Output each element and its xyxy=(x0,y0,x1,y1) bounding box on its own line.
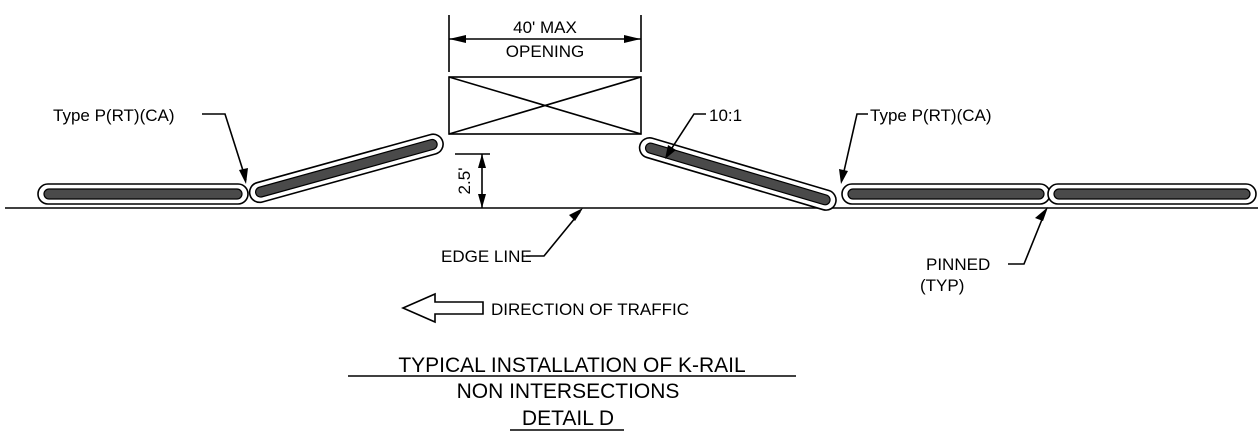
opening-label-top: 40' MAX xyxy=(513,18,577,37)
pinned-label: PINNED xyxy=(926,255,990,274)
direction-arrow-icon xyxy=(401,292,484,324)
direction-label: DIRECTION OF TRAFFIC xyxy=(491,300,689,319)
type-label-left: Type P(RT)(CA) xyxy=(53,106,175,125)
type-label-right: Type P(RT)(CA) xyxy=(870,106,992,125)
rail-right-sloped xyxy=(638,137,837,211)
type-leader-left xyxy=(202,113,248,184)
pinned-leader xyxy=(1008,207,1048,265)
slope-leader xyxy=(665,113,706,159)
slope-label: 10:1 xyxy=(709,106,742,125)
opening-box xyxy=(448,76,642,135)
rail-left-straight xyxy=(37,183,249,205)
rail-left-sloped xyxy=(248,133,444,204)
title-line2: NON INTERSECTIONS xyxy=(457,380,680,403)
rail-right-straight-1 xyxy=(841,183,1051,205)
title-line1: TYPICAL INSTALLATION OF K-RAIL xyxy=(398,354,745,377)
type-leader-right xyxy=(839,113,868,184)
edge-line-leader xyxy=(526,208,583,257)
height-label: 2.5' xyxy=(455,168,474,195)
rail-right-straight-2 xyxy=(1047,183,1257,205)
opening-dimension xyxy=(448,15,642,72)
pinned-typ-label: (TYP) xyxy=(920,276,964,295)
opening-label-bottom: OPENING xyxy=(506,42,584,61)
height-dimension xyxy=(455,153,490,208)
edge-line-label: EDGE LINE xyxy=(441,247,532,266)
title-line3: DETAIL D xyxy=(522,407,614,430)
